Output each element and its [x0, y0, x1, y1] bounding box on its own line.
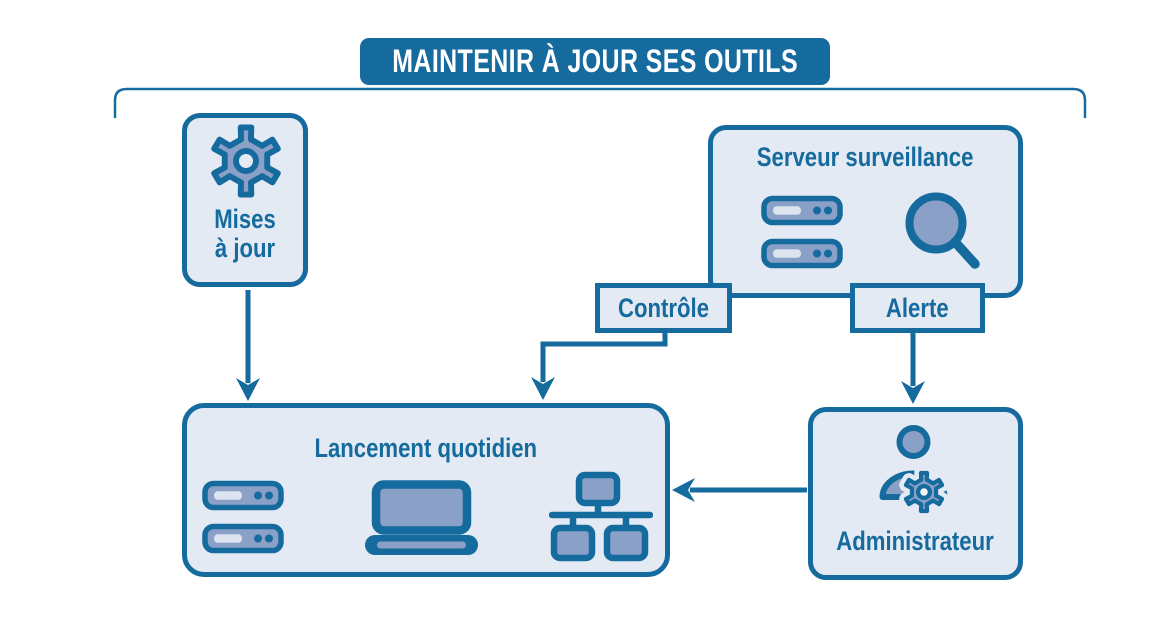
node-label-lancement-quotidien: Lancement quotidien	[314, 433, 538, 463]
node-serveur-surveillance: Serveur surveillance	[708, 125, 1023, 298]
label-line-1: Mises	[214, 204, 276, 234]
server-icon	[760, 238, 844, 269]
arrow-administrateur-to-lancement	[672, 478, 807, 502]
server-icon	[200, 523, 286, 554]
node-label-administrateur: Administrateur	[836, 526, 995, 556]
server-icon	[200, 480, 286, 511]
laptop-icon	[365, 480, 478, 555]
node-administrateur: Administrateur	[808, 407, 1023, 580]
connector-label-alerte: Alerte	[850, 283, 985, 333]
admin-user-gear-icon	[879, 425, 955, 514]
server-icon	[760, 195, 844, 226]
arrow-mises-to-lancement	[236, 290, 260, 401]
node-label-mises-a-jour: Mises à jour	[187, 205, 303, 263]
label-line-2: à jour	[214, 233, 276, 263]
diagram-title: MAINTENIR À JOUR SES OUTILS	[392, 43, 798, 79]
magnifier-icon	[905, 192, 980, 269]
network-icon	[549, 471, 653, 562]
node-lancement-quotidien: Lancement quotidien	[182, 403, 670, 577]
diagram-title-banner: MAINTENIR À JOUR SES OUTILS	[360, 38, 830, 85]
connector-label-controle: Contrôle	[595, 283, 732, 333]
gear-icon	[906, 473, 942, 511]
node-label-serveur-surveillance: Serveur surveillance	[757, 142, 974, 172]
arrow-controle-to-lancement	[531, 330, 668, 400]
arrow-alerte-to-administrateur	[901, 330, 925, 404]
gear-icon	[209, 124, 283, 198]
node-mises-a-jour: Mises à jour	[182, 113, 308, 287]
